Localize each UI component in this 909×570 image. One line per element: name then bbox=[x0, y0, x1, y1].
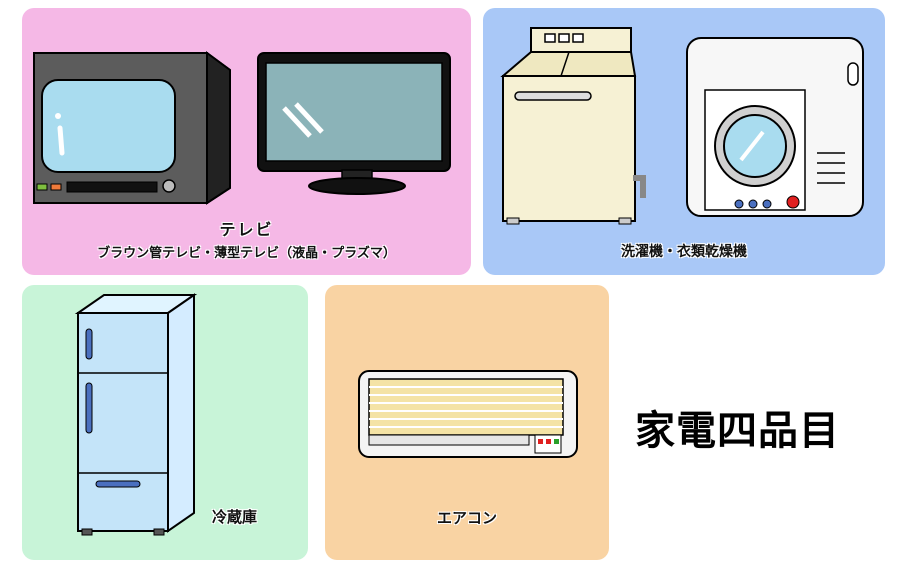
tv-title: テレビ bbox=[219, 220, 274, 239]
flat-tv-icon bbox=[257, 52, 451, 195]
aircon-illustration bbox=[358, 370, 578, 458]
washer-label: 洗濯機・衣類乾燥機 bbox=[621, 244, 747, 260]
clothes-dryer-icon bbox=[686, 37, 864, 217]
crt-tv-icon bbox=[33, 51, 231, 205]
aircon-label: エアコン bbox=[436, 509, 497, 527]
washer-illustration bbox=[500, 27, 864, 225]
washing-machine-icon bbox=[500, 27, 646, 225]
washer-panel: 洗濯機・衣類乾燥機 bbox=[483, 8, 885, 275]
fridge-illustration bbox=[74, 293, 198, 536]
ac-panel: エアコン bbox=[325, 285, 609, 560]
tv-illustration bbox=[33, 51, 451, 205]
main-title: 家電四品目 bbox=[635, 408, 840, 454]
fridge-panel: 冷蔵庫 bbox=[22, 285, 308, 560]
tv-subtitle: ブラウン管テレビ・薄型テレビ（液晶・プラズマ） bbox=[97, 246, 396, 261]
refrigerator-icon bbox=[74, 293, 198, 536]
air-conditioner-icon bbox=[358, 370, 578, 458]
tv-panel: テレビ ブラウン管テレビ・薄型テレビ（液晶・プラズマ） bbox=[22, 8, 471, 275]
fridge-label: 冷蔵庫 bbox=[212, 508, 258, 526]
